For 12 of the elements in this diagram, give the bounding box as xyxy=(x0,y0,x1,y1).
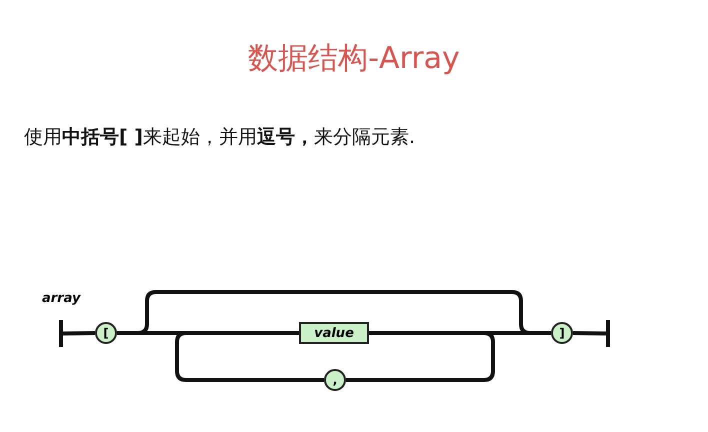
track-line xyxy=(572,331,606,336)
terminal-circle: [ xyxy=(95,322,117,344)
track-line xyxy=(369,331,551,335)
track-line xyxy=(62,331,96,336)
description-text: 使用中括号[ ]来起始，并用逗号，来分隔元素. xyxy=(24,125,416,150)
terminal-bar xyxy=(59,320,63,347)
terminal-circle: ] xyxy=(551,322,573,344)
terminal-circle: , xyxy=(324,369,346,391)
nonterminal-box: value xyxy=(299,322,369,344)
terminal-bar xyxy=(606,320,610,347)
diagram-label: array xyxy=(42,291,80,306)
title: 数据结构-Array xyxy=(247,40,461,78)
